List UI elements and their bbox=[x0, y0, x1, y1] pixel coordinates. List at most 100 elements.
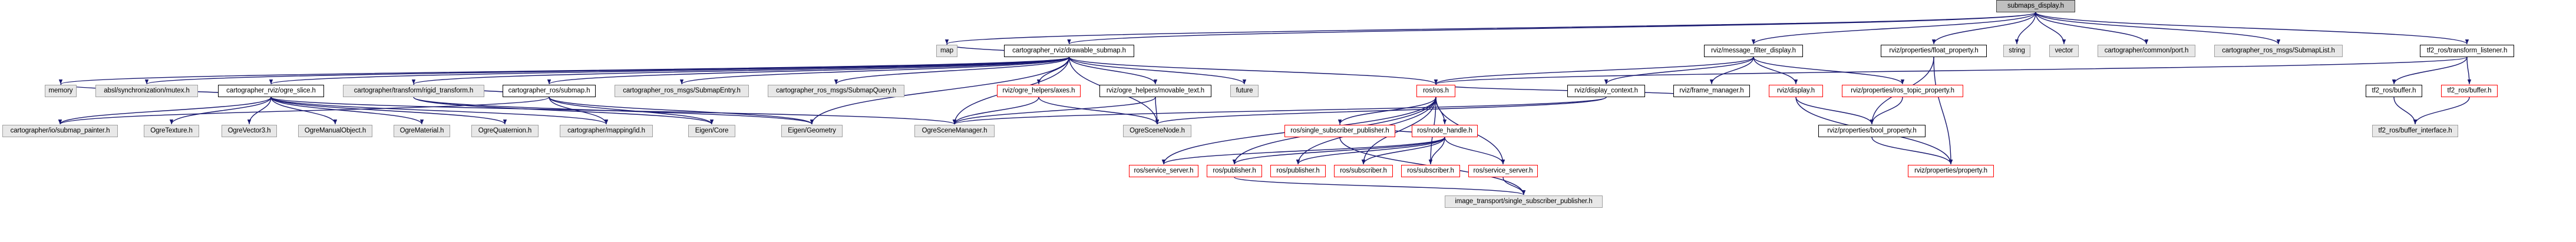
graph-edge bbox=[270, 97, 424, 125]
graph-node-n23[interactable]: rviz/display.h bbox=[1769, 85, 1823, 97]
graph-node-n8[interactable]: cartographer_ros_msgs/SubmapList.h bbox=[2214, 45, 2343, 57]
graph-edge bbox=[2035, 12, 2066, 45]
graph-edge bbox=[270, 97, 507, 125]
graph-edge bbox=[1155, 97, 1607, 125]
graph-edge bbox=[1234, 177, 1525, 195]
graph-edge bbox=[810, 57, 1070, 125]
graph-node-n18[interactable]: rviz/ogre_helpers/movable_text.h bbox=[1099, 85, 1211, 97]
graph-edge bbox=[1068, 57, 1438, 85]
graph-edge bbox=[549, 97, 814, 125]
graph-node-n26[interactable]: tf2_ros/buffer.h bbox=[2441, 85, 2498, 97]
graph-node-n0[interactable]: submaps_display.h bbox=[1996, 0, 2075, 12]
graph-node-n42[interactable]: ros/publisher.h bbox=[1207, 165, 1262, 177]
graph-node-n44[interactable]: ros/subscriber.h bbox=[1334, 165, 1393, 177]
graph-node-n37[interactable]: OgreSceneNode.h bbox=[1123, 125, 1191, 137]
graph-edge bbox=[1444, 137, 1505, 165]
graph-node-n25[interactable]: tf2_ros/buffer.h bbox=[2366, 85, 2422, 97]
graph-node-n32[interactable]: OgreQuaternion.h bbox=[471, 125, 539, 137]
graph-node-n20[interactable]: ros/ros.h bbox=[1416, 85, 1455, 97]
graph-node-n16[interactable]: cartographer_ros_msgs/SubmapQuery.h bbox=[768, 85, 904, 97]
graph-edge bbox=[1753, 57, 1798, 85]
graph-edge bbox=[2035, 12, 2469, 45]
graph-node-n13[interactable]: cartographer/transform/rigid_transform.h bbox=[343, 85, 484, 97]
graph-node-n38[interactable]: ros/single_subscriber_publisher.h bbox=[1284, 125, 1395, 137]
graph-edge bbox=[2035, 12, 2281, 45]
graph-node-n27[interactable]: cartographer/io/submap_painter.h bbox=[2, 125, 118, 137]
graph-node-n45[interactable]: ros/subscriber.h bbox=[1401, 165, 1460, 177]
graph-edge bbox=[145, 57, 1070, 85]
graph-node-n29[interactable]: OgreVector3.h bbox=[222, 125, 277, 137]
graph-edge bbox=[2413, 97, 2470, 125]
graph-edge bbox=[1931, 12, 2036, 45]
graph-edge bbox=[952, 97, 1156, 125]
graph-node-n40[interactable]: rviz/properties/bool_property.h bbox=[1818, 125, 1926, 137]
graph-edge bbox=[1870, 97, 1903, 125]
graph-node-n47[interactable]: rviz/properties/property.h bbox=[1908, 165, 1994, 177]
graph-node-n15[interactable]: cartographer_ros_msgs/SubmapEntry.h bbox=[615, 85, 749, 97]
graph-node-n31[interactable]: OgreMaterial.h bbox=[394, 125, 450, 137]
graph-node-n46[interactable]: ros/service_server.h bbox=[1468, 165, 1538, 177]
graph-node-n17[interactable]: rviz/ogre_helpers/axes.h bbox=[997, 85, 1081, 97]
graph-node-n28[interactable]: OgreTexture.h bbox=[144, 125, 199, 137]
graph-node-n35[interactable]: Eigen/Geometry bbox=[781, 125, 843, 137]
graph-edge bbox=[2466, 57, 2472, 85]
graph-edge bbox=[1428, 137, 1445, 165]
graph-edge bbox=[1502, 177, 1526, 195]
graph-edge bbox=[412, 57, 1070, 85]
graph-node-n1[interactable]: map bbox=[936, 45, 957, 57]
graph-node-n24[interactable]: rviz/properties/ros_topic_property.h bbox=[1842, 85, 1963, 97]
graph-node-n21[interactable]: rviz/display_context.h bbox=[1567, 85, 1645, 97]
graph-node-n22[interactable]: rviz/frame_manager.h bbox=[1673, 85, 1750, 97]
graph-node-n12[interactable]: cartographer_rviz/ogre_slice.h bbox=[218, 85, 324, 97]
graph-edge bbox=[547, 57, 1070, 85]
graph-edge bbox=[1068, 57, 1158, 85]
graph-edge bbox=[58, 97, 272, 125]
graph-node-n41[interactable]: ros/service_server.h bbox=[1129, 165, 1198, 177]
graph-node-n4[interactable]: rviz/properties/float_property.h bbox=[1881, 45, 1987, 57]
graph-node-n19[interactable]: future bbox=[1230, 85, 1259, 97]
graph-edge bbox=[1933, 57, 1953, 165]
graph-edge bbox=[1709, 57, 1754, 85]
graph-node-n7[interactable]: cartographer/common/port.h bbox=[2098, 45, 2195, 57]
graph-edge bbox=[169, 97, 272, 125]
graph-edge bbox=[2014, 12, 2036, 45]
graph-edge bbox=[247, 97, 272, 125]
graph-node-n49[interactable]: tf2_ros/buffer_interface.h bbox=[2372, 125, 2458, 137]
graph-edge bbox=[1038, 97, 1160, 125]
graph-edge bbox=[953, 97, 1607, 125]
graph-node-n11[interactable]: absl/synchronization/mutex.h bbox=[95, 85, 198, 97]
graph-node-n10[interactable]: memory bbox=[45, 85, 77, 97]
graph-node-n2[interactable]: cartographer_rviz/drawable_submap.h bbox=[1004, 45, 1134, 57]
graph-edge bbox=[2393, 97, 2418, 125]
graph-edge bbox=[1795, 97, 1874, 125]
graph-node-n39[interactable]: ros/node_handle.h bbox=[1412, 125, 1478, 137]
graph-node-n5[interactable]: string bbox=[2003, 45, 2030, 57]
graph-node-n43[interactable]: ros/publisher.h bbox=[1270, 165, 1326, 177]
graph-edge bbox=[269, 57, 1070, 85]
graph-node-n36[interactable]: OgreSceneManager.h bbox=[914, 125, 995, 137]
graph-edge bbox=[1361, 97, 1436, 165]
graph-node-n6[interactable]: vector bbox=[2049, 45, 2079, 57]
graph-edge bbox=[2392, 57, 2468, 85]
graph-node-n48[interactable]: image_transport/single_subscriber_publis… bbox=[1445, 195, 1603, 208]
graph-edge bbox=[1361, 137, 1445, 165]
graph-edge bbox=[1068, 57, 1247, 85]
graph-edge bbox=[413, 97, 814, 125]
graph-edge bbox=[58, 97, 550, 125]
graph-edge bbox=[1871, 137, 1953, 165]
graph-edge bbox=[549, 97, 714, 125]
graph-node-n33[interactable]: cartographer/mapping/id.h bbox=[560, 125, 653, 137]
graph-node-n3[interactable]: rviz/message_filter_display.h bbox=[1704, 45, 1803, 57]
graph-edge bbox=[945, 12, 2036, 45]
graph-node-n30[interactable]: OgreManualObject.h bbox=[298, 125, 372, 137]
graph-node-n34[interactable]: Eigen/Core bbox=[688, 125, 735, 137]
graph-edge bbox=[680, 57, 1070, 85]
graph-edge bbox=[1751, 12, 2036, 45]
graph-node-n9[interactable]: tf2_ros/transform_listener.h bbox=[2420, 45, 2514, 57]
graph-edge bbox=[413, 97, 714, 125]
graph-edge bbox=[1604, 57, 1754, 85]
graph-node-n14[interactable]: cartographer_ros/submap.h bbox=[503, 85, 596, 97]
graph-edge bbox=[1161, 137, 1445, 165]
